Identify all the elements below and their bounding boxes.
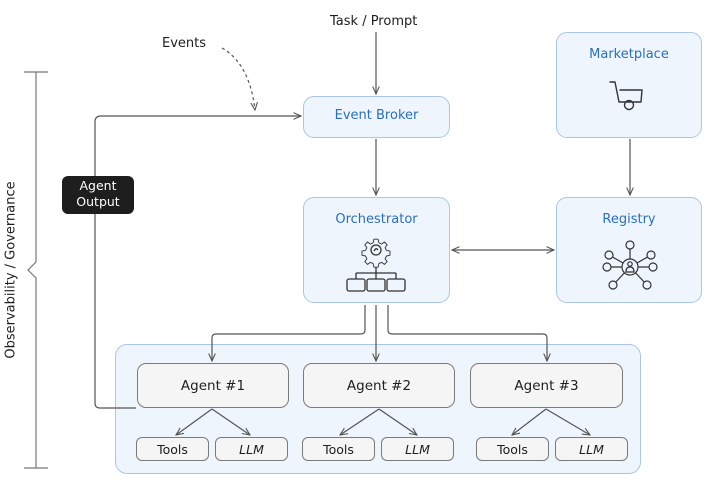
- event-broker-title: Event Broker: [334, 108, 419, 123]
- shopping-cart-icon: [609, 81, 643, 111]
- orchestrator-to-agent-3-arrow: [387, 305, 547, 361]
- agent-output-badge: Agent Output: [62, 176, 134, 214]
- agent-1-tools[interactable]: Tools: [136, 437, 209, 461]
- agent-output-loop: [94, 116, 301, 409]
- task-prompt-label: Task / Prompt: [330, 14, 418, 29]
- orchestrator-node[interactable]: Orchestrator: [303, 197, 450, 303]
- orchestrator-to-agent-1-arrow: [212, 305, 366, 361]
- agent-1-node[interactable]: Agent #1: [137, 363, 289, 408]
- governance-brace: [24, 71, 48, 469]
- governance-label: Observability / Governance: [3, 181, 19, 359]
- registry-title: Registry: [602, 212, 656, 227]
- registry-node[interactable]: Registry: [556, 197, 702, 303]
- agent-3-label: Agent #3: [514, 377, 579, 394]
- agent-1-label: Agent #1: [180, 377, 246, 394]
- events-dashed-arrow: [221, 47, 255, 110]
- agent-2-node[interactable]: Agent #2: [303, 363, 455, 408]
- agent-3-tools[interactable]: Tools: [476, 437, 549, 461]
- marketplace-node[interactable]: Marketplace: [556, 32, 702, 138]
- agent-2-label: Agent #2: [346, 377, 412, 394]
- marketplace-title: Marketplace: [589, 47, 669, 62]
- event-broker-node[interactable]: Event Broker: [303, 96, 450, 138]
- agent-3-llm[interactable]: LLM: [555, 437, 628, 461]
- agent-1-llm[interactable]: LLM: [215, 437, 288, 461]
- agent-2-llm[interactable]: LLM: [381, 437, 454, 461]
- network-hub-icon: [602, 240, 658, 290]
- agent-3-node[interactable]: Agent #3: [470, 363, 623, 408]
- gear-hierarchy-icon: [346, 238, 406, 292]
- events-label: Events: [162, 36, 207, 51]
- orchestrator-title: Orchestrator: [335, 212, 418, 227]
- agent-2-tools[interactable]: Tools: [302, 437, 375, 461]
